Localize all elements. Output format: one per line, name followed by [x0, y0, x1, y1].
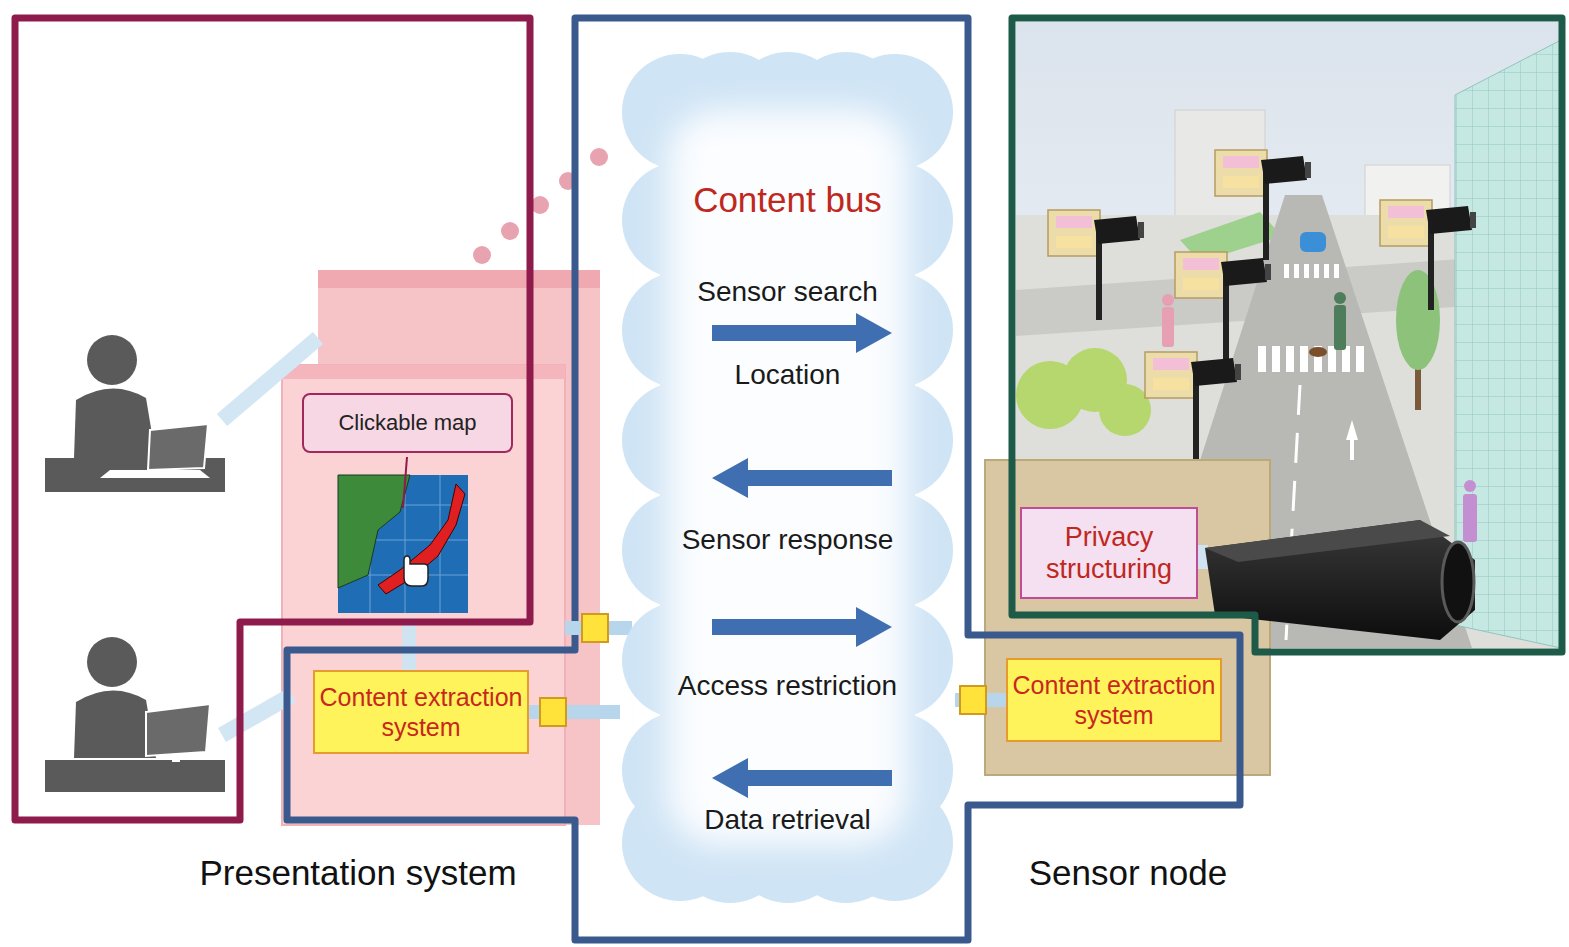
- street-camera: [1048, 210, 1144, 320]
- street-camera: [1175, 252, 1271, 362]
- flow-arrow: [712, 313, 892, 353]
- dot: [531, 196, 549, 214]
- extraction-box: Content extraction system: [1006, 658, 1222, 742]
- box-text: Content extraction system: [1012, 670, 1216, 730]
- person: [1464, 480, 1476, 492]
- sky: [1016, 22, 1561, 648]
- bus-outline: [287, 18, 1240, 940]
- camera-body: [1205, 520, 1475, 640]
- user-body: [74, 388, 156, 458]
- dog: [1309, 347, 1327, 357]
- dot: [501, 222, 519, 240]
- monitor: [146, 704, 210, 756]
- dotted-arc: [473, 148, 608, 264]
- user-body: [74, 690, 156, 758]
- trees: [1016, 348, 1151, 436]
- cloud-bumps: [622, 52, 953, 903]
- flow-label: Location: [620, 358, 955, 392]
- street-camera: [1380, 200, 1476, 310]
- flow-label: Access restriction: [620, 669, 955, 703]
- stripe: [1284, 264, 1289, 278]
- user-head: [87, 335, 137, 385]
- person: [1162, 294, 1174, 306]
- plug: [540, 698, 566, 726]
- street-scene: [1016, 22, 1561, 648]
- stripe: [1304, 264, 1309, 278]
- person: [1334, 292, 1346, 304]
- person: [1162, 307, 1174, 347]
- user-pipe: [222, 695, 292, 735]
- map-picture: [338, 457, 468, 613]
- building-top: [318, 270, 600, 288]
- desk: [45, 760, 225, 792]
- street-camera: [1145, 352, 1241, 462]
- japan: [378, 484, 465, 594]
- stripe: [1272, 346, 1280, 372]
- person: [1463, 494, 1477, 542]
- person: [1334, 305, 1346, 350]
- road-arrow: [1346, 420, 1358, 460]
- stripe: [1328, 346, 1336, 372]
- tree: [1099, 384, 1151, 436]
- stripe: [1334, 264, 1339, 278]
- car: [1300, 232, 1326, 252]
- building-front: [282, 365, 565, 825]
- plug: [960, 686, 986, 714]
- flow-label: Sensor response: [620, 523, 955, 557]
- laptop: [148, 424, 208, 470]
- stripe: [1294, 264, 1299, 278]
- laptop-base: [100, 470, 210, 478]
- privacy-box: Privacy structuring: [1020, 507, 1198, 600]
- monitor-stand: [172, 756, 180, 762]
- street-camera: [1215, 150, 1311, 260]
- leader-line: [403, 457, 407, 508]
- camera-top: [1205, 520, 1450, 562]
- presentation-building: [282, 270, 600, 825]
- building-front-top: [282, 365, 565, 379]
- dot: [473, 246, 491, 264]
- box-text: Clickable map: [310, 410, 505, 436]
- stripe: [1300, 346, 1308, 372]
- flow-arrow: [712, 458, 892, 498]
- extraction-box: Content extraction system: [313, 670, 529, 754]
- crosswalk: [1258, 264, 1364, 372]
- box-text: Privacy structuring: [1028, 521, 1190, 586]
- flow-label: Sensor search: [620, 275, 955, 309]
- plug: [582, 614, 608, 642]
- sensor-outline: [1012, 18, 1562, 652]
- stripe: [1258, 346, 1266, 372]
- stripe: [1314, 264, 1319, 278]
- region-label: Sensor node: [908, 852, 1348, 894]
- flow-arrow: [712, 607, 892, 647]
- map-callout-box: Clickable map: [302, 393, 513, 453]
- cloud-glow: [668, 110, 907, 845]
- user-icon: [45, 335, 225, 492]
- stripe: [1324, 264, 1329, 278]
- flow-arrow: [712, 758, 892, 798]
- stripe: [1356, 346, 1364, 372]
- internal-pipe: [402, 618, 416, 670]
- camera-lens: [1442, 542, 1474, 622]
- user-head: [87, 637, 137, 687]
- region-label: Presentation system: [138, 852, 578, 894]
- cloud-shape: [620, 50, 955, 905]
- dot: [590, 148, 608, 166]
- stripe: [1286, 346, 1294, 372]
- flow-label: Data retrieval: [620, 803, 955, 837]
- content-bus-cloud: Content busSensor searchLocationSensor r…: [620, 50, 955, 905]
- hand-cursor: [404, 556, 428, 586]
- presentation-outline: [15, 18, 530, 820]
- bus-title: Content bus: [620, 179, 955, 221]
- box-text: Content extraction system: [319, 682, 523, 742]
- user-icon: [45, 637, 225, 792]
